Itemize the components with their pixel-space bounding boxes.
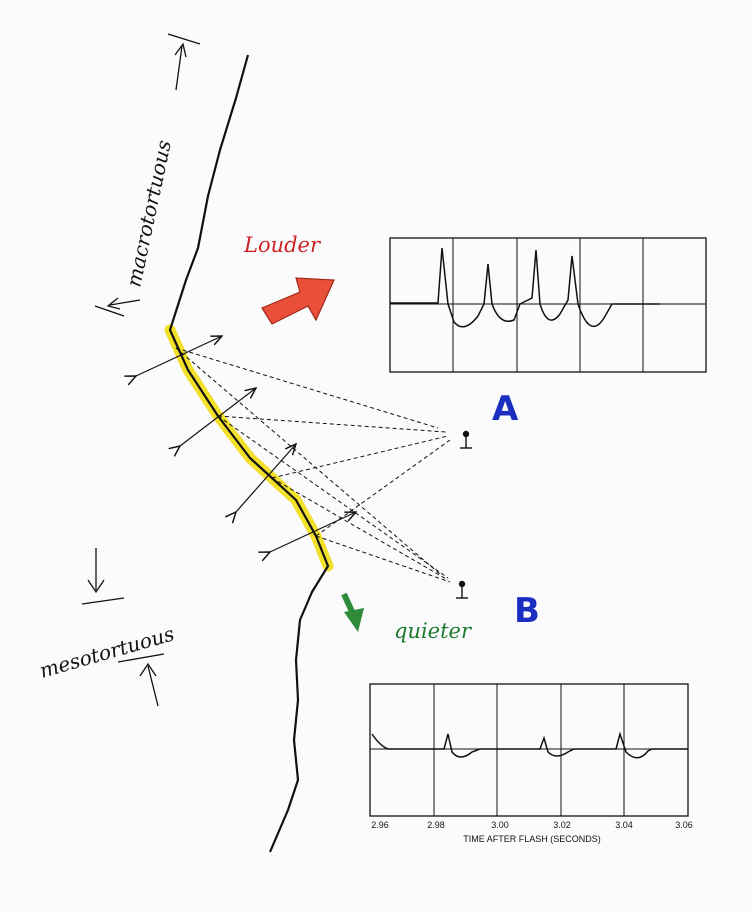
tick-label: 3.06	[675, 820, 693, 830]
observer-a-label: A	[492, 389, 519, 429]
chart-b-xlabel: TIME AFTER FLASH (SECONDS)	[463, 834, 601, 844]
observer-a-icon	[460, 430, 472, 449]
macrotortuous-extent-marker	[94, 33, 201, 317]
tick-label: 3.00	[491, 820, 509, 830]
waveform-chart-b	[369, 683, 689, 817]
observer-b-label: B	[514, 591, 540, 631]
louder-arrow-icon	[261, 277, 335, 325]
tick-label: 2.98	[427, 820, 445, 830]
louder-label: Louder	[243, 233, 322, 257]
highlighted-channel-segment	[164, 324, 334, 572]
mesotortuous-label: mesotortuous	[37, 621, 177, 682]
mesotortuous-extent-marker	[81, 548, 165, 707]
quieter-label: quieter	[394, 619, 473, 643]
waveform-a-trace	[390, 247, 660, 328]
chart-b-tick-labels: 2.96 2.98 3.00 3.02 3.04 3.06	[371, 820, 693, 830]
tick-label: 2.96	[371, 820, 389, 830]
tick-label: 3.02	[553, 820, 571, 830]
tick-label: 3.04	[615, 820, 633, 830]
macrotortuous-label: macrotortuous	[121, 138, 176, 289]
sound-paths	[175, 347, 451, 583]
quieter-arrow-icon	[341, 592, 364, 632]
waveform-b-trace	[371, 731, 688, 759]
waveform-chart-a	[389, 237, 707, 373]
observer-b-icon	[456, 580, 468, 599]
